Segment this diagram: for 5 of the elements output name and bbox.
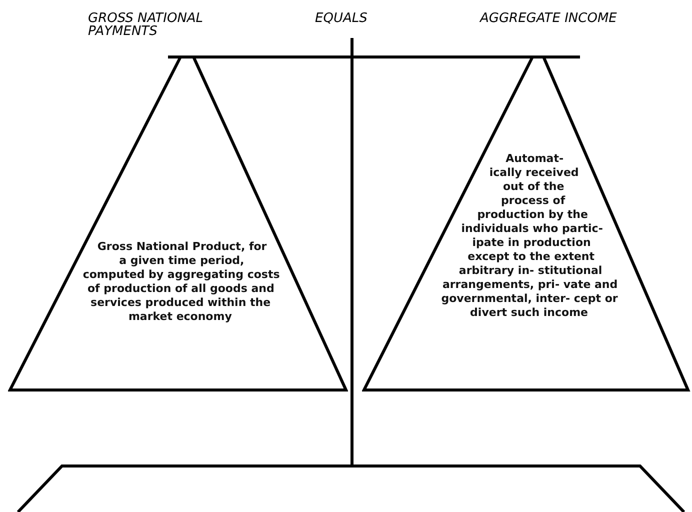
heading-label: GROSS NATIONAL PAYMENTS <box>88 12 204 38</box>
pan-description: Automat- ically received out of the process of production by the individuals who partic- ipate in production except to the extent arbitrary in- stitutional arrangements, pri- vate and governmental, inter- cept or divert such income <box>441 152 618 319</box>
pan-description: Gross National Product, for a given time period, computed by aggregating costs of production of all goods and services produced within the market economy <box>82 240 280 323</box>
heading-label: EQUALS <box>315 12 368 25</box>
heading-label: AGGREGATE INCOME <box>480 12 618 25</box>
